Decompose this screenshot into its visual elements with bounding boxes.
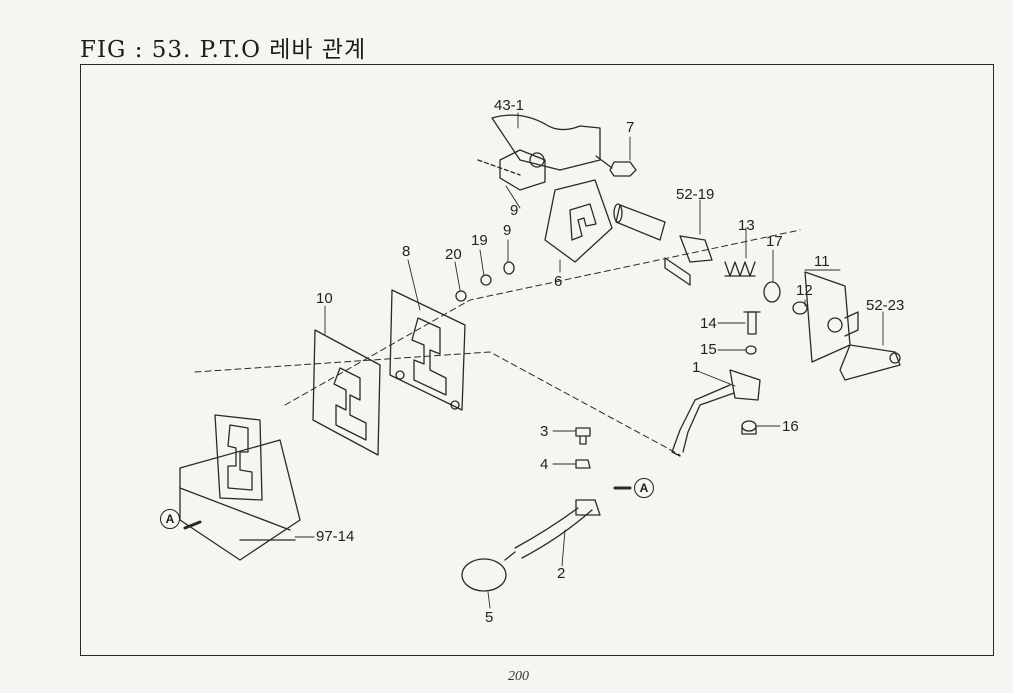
alignment-axis-2 [284,229,801,406]
callout-19: 19 [471,232,488,249]
part-5-knob [461,551,516,592]
alignment-axis [194,351,681,456]
diagram-frame [80,64,994,656]
callout-43-1: 43-1 [494,97,525,114]
part-7-bolt [595,155,637,177]
part-6-plate [544,179,613,263]
callout-14: 14 [700,315,717,332]
part-97-14-panel [179,414,301,561]
part-9-nut [503,261,515,275]
part-20-washer [455,290,467,302]
reference-marker-right: A [634,478,654,498]
part-11-bracket [804,271,859,363]
callout-97-14: 97-14 [316,528,355,545]
part-2-shaft [514,499,601,559]
callout-52-19: 52-19 [676,186,715,203]
callout-12: 12 [796,282,813,299]
part-8-gate-plate [389,289,466,411]
callout-6: 6 [554,273,563,290]
callout-2: 2 [557,565,566,582]
part-10-gate-plate [312,329,381,456]
callout-7: 7 [626,119,635,136]
figure-title: FIG : 53. P.T.O 레바 관계 [80,37,367,63]
callout-13: 13 [738,217,755,234]
callout-8: 8 [402,243,411,260]
callout-20: 20 [445,246,462,263]
arrow-left [183,520,202,530]
callout-15: 15 [700,341,717,358]
callout-52-23: 52-23 [866,297,905,314]
part-43-1-housing [477,114,601,191]
part-3-screw [575,427,591,445]
callout-11: 11 [814,253,830,270]
part-1-lever-rod [671,369,761,457]
callout-17: 17 [766,233,783,250]
page-number: 200 [508,669,529,684]
callout-3: 3 [540,423,549,440]
reference-marker-left: A [160,509,180,529]
callout-9: 9 [503,222,512,239]
part-19-washer [480,274,492,286]
callout-1: 1 [692,359,701,376]
callout-9-upper: 9 [510,202,519,219]
part-52-19-shaft [613,203,713,286]
part-4-nut [575,459,591,469]
part-12-pin [792,301,808,315]
leader-lines [294,112,884,609]
part-17-washer [763,281,781,303]
part-52-23-lever [839,344,901,381]
part-13-spring [724,261,756,277]
callout-5: 5 [485,609,494,626]
part-16-nut [741,420,757,435]
part-14-bolt [743,311,761,335]
callout-4: 4 [540,456,549,473]
part-15-washer [745,345,757,355]
callout-16: 16 [782,418,799,435]
callout-10: 10 [316,290,333,307]
